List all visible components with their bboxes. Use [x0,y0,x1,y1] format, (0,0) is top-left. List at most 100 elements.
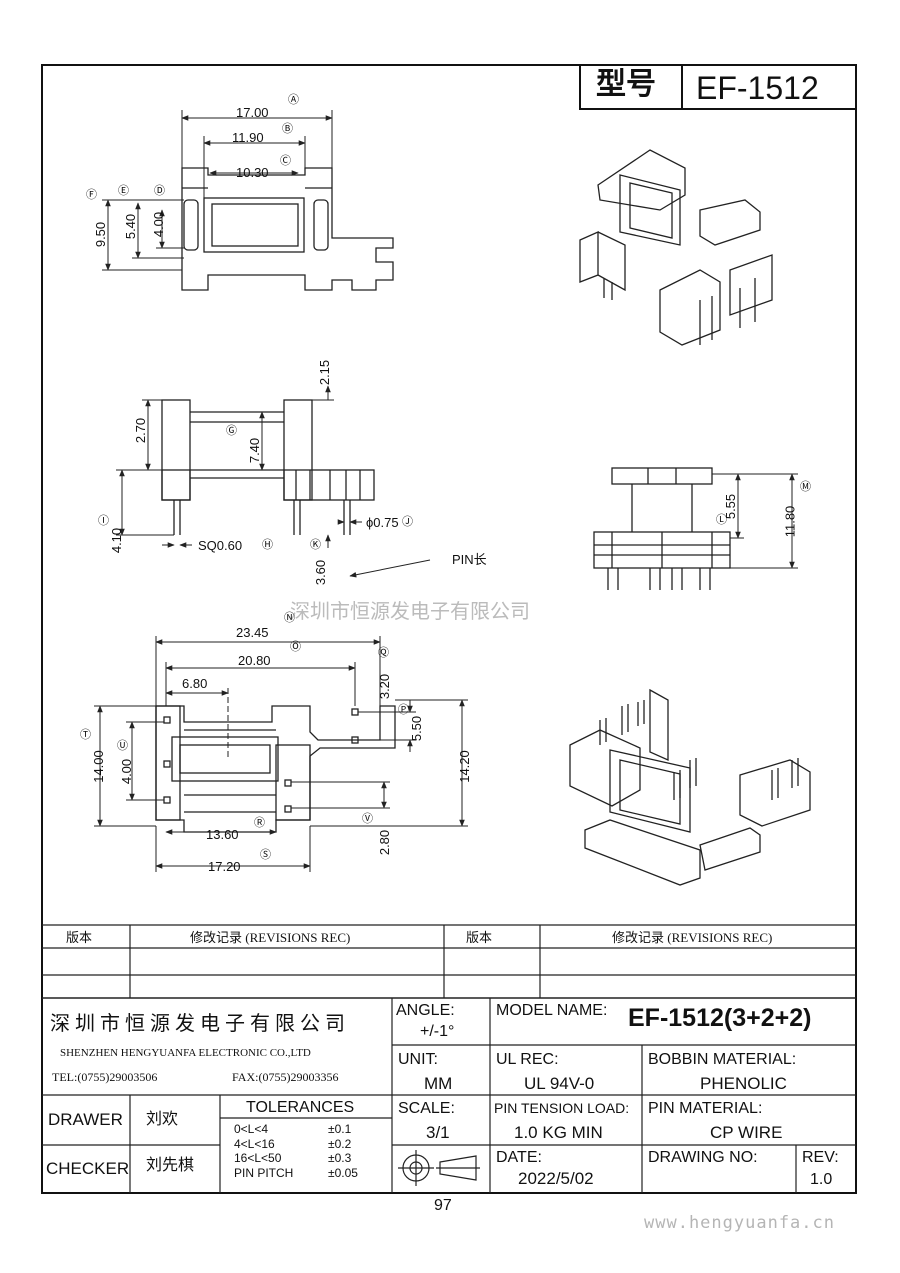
dim-U-tag: Ⓤ [117,740,128,752]
dim-N-value: 23.45 [236,625,269,640]
angle-label: ANGLE: [396,1002,455,1019]
model-name-value: EF-1512(3+2+2) [628,1004,812,1032]
model-code: EF-1512 [696,70,819,106]
tolerances-list: 0<L<4 ±0.1 4<L<16 ±0.2 16<L<50 ±0.3 PIN PIT… [234,1122,384,1180]
dim-H-tag: Ⓗ [262,539,273,551]
rev-col-record-2: 修改记录 (REVISIONS REC) [612,930,773,945]
dim-J-value: ϕ0.75 [366,515,399,530]
dim-Q-value: 3.20 [377,673,393,700]
dim-B-value: 11.90 [232,130,264,145]
dim-1420-value: 14.20 [456,750,472,783]
dim-S-value: 17.20 [208,859,241,874]
dim-N-tag: Ⓝ [284,612,295,624]
top-view-outline [181,167,394,291]
dim-L-tag: Ⓛ [716,514,727,526]
dim-P-tag: Ⓟ [398,704,409,716]
dim-F-tag: Ⓕ [86,189,97,201]
end-view-outline [593,467,731,590]
bottom-view-dimensions [94,636,468,872]
dim-215-value: 2.15 [317,359,333,386]
dim-270-value: 2.70 [133,417,149,444]
company-fax: FAX:(0755)29003356 [232,1070,339,1084]
date-value: 2022/5/02 [518,1169,594,1188]
dim-C-tag: Ⓒ [280,155,291,167]
iso-view-2 [569,688,811,886]
tolerance-range: PIN PITCH [234,1165,294,1180]
dim-B-tag: Ⓑ [282,123,293,135]
dim-Q-tag: Ⓠ [378,647,389,659]
scale-value: 3/1 [426,1123,450,1142]
footer-url: www.hengyuanfa.cn [644,1213,835,1233]
tolerance-value: ±0.2 [328,1136,352,1151]
dim-O-tag: Ⓞ [290,641,301,653]
page-number: 97 [434,1197,452,1214]
ul-rec-value: UL 94V-0 [524,1074,595,1093]
tolerance-row: PIN PITCH ±0.05 [234,1166,384,1181]
pin-material-label: PIN MATERIAL: [648,1100,763,1117]
side-view-dimensions [116,385,431,578]
top-view-dimensions [102,110,333,271]
bottom-view-outline [155,705,396,833]
dim-E-tag: Ⓔ [118,185,129,197]
bobbin-material-value: PHENOLIC [700,1074,787,1093]
dim-J-tag: Ⓙ [402,516,413,528]
dim-K-tag: Ⓚ [310,539,321,551]
bobbin-material-label: BOBBIN MATERIAL: [648,1051,797,1068]
dim-H-value: SQ0.60 [198,538,243,553]
dim-D-value: 4.00 [151,211,167,238]
unit-value: MM [424,1074,453,1093]
dim-E-value: 5.40 [123,213,139,240]
tolerance-value: ±0.3 [328,1151,352,1165]
tolerance-range: 16<L<50 [234,1151,282,1165]
dim-M-value: 11.80 [782,505,798,538]
model-name-label: MODEL NAME: [496,1002,608,1019]
dim-T-tag: Ⓣ [80,729,91,741]
drawer-label: DRAWER [48,1110,123,1129]
dim-S-tag: Ⓢ [260,849,271,861]
dim-P-value: 5.50 [409,715,425,742]
rev-col-record-1: 修改记录 (REVISIONS REC) [190,930,351,945]
dim-M-tag: Ⓜ [800,481,811,493]
title-block-grid [42,998,856,1193]
company-name-cn: 深圳市恒源发电子有限公司 [50,1013,350,1035]
watermark-company: 深圳市恒源发电子有限公司 [290,601,530,623]
dim-T-value: 14.00 [90,750,106,783]
tolerance-range: 4<L<16 [234,1136,275,1151]
tolerance-value: ±0.05 [328,1165,358,1180]
tolerance-row: 4<L<16 ±0.2 [234,1137,384,1152]
rev-col-version-2: 版本 [466,930,493,945]
tolerance-range: 0<L<4 [234,1122,269,1136]
company-tel: TEL:(0755)29003506 [52,1070,158,1084]
rev-col-version-1: 版本 [66,930,93,945]
dim-C-value: 10.30 [236,165,269,180]
type-label: 型号 [596,68,656,101]
checker-label: CHECKER [46,1159,130,1178]
revision-table [42,924,856,999]
tolerance-value: ±0.1 [328,1122,352,1136]
dim-G-tag: Ⓖ [226,425,237,437]
tolerance-row: 0<L<4 ±0.1 [234,1122,384,1137]
tolerances-title: TOLERANCES [246,1099,355,1116]
drawing-no-label: DRAWING NO: [648,1149,758,1166]
rev-value: 1.0 [810,1171,833,1188]
dim-V-value: 2.80 [377,829,393,856]
scale-label: SCALE: [398,1100,455,1117]
pin-material-value: CP WIRE [710,1123,783,1142]
dim-I-tag: Ⓘ [98,515,109,527]
dim-U-value: 4.00 [119,758,135,785]
header-box [579,64,857,110]
angle-value: +/-1° [420,1023,455,1040]
tolerance-row: 16<L<50 ±0.3 [234,1151,384,1166]
dim-D-tag: Ⓓ [154,185,165,197]
ul-rec-label: UL REC: [496,1051,559,1068]
iso-view-1 [579,149,773,346]
dim-A-value: 17.00 [236,105,269,120]
pin-length-note: PIN长 [452,552,487,567]
company-name-en: SHENZHEN HENGYUANFA ELECTRONIC CO.,LTD [60,1047,311,1059]
projection-symbol [398,1150,480,1186]
dim-R-value: 13.60 [206,827,239,842]
pin-tension-label: PIN TENSION LOAD: [494,1100,630,1116]
dim-R-tag: Ⓡ [254,817,265,829]
dim-G-value: 7.40 [247,437,263,464]
dim-L-value: 5.55 [723,493,739,520]
